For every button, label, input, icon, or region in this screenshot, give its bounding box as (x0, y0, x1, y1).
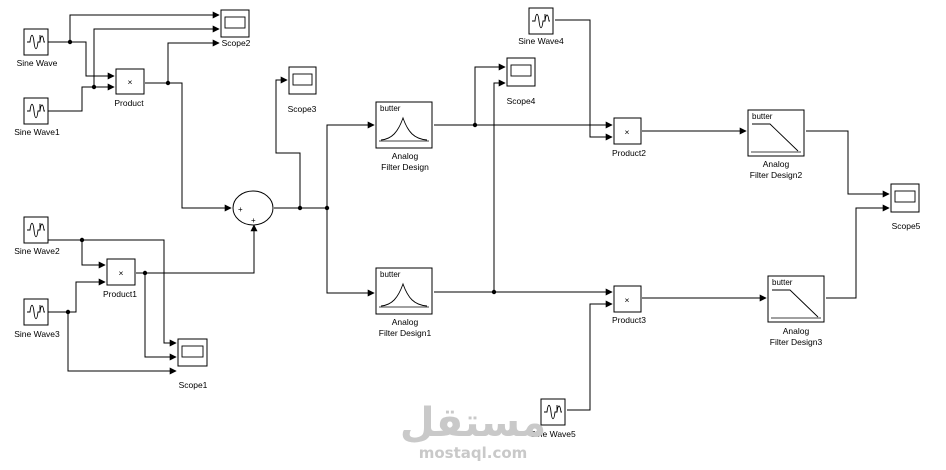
wire-sine2-to-scope1 (82, 239, 177, 347)
filter-label-line1: Analog (392, 151, 419, 161)
wire-product-out (145, 82, 232, 212)
scope-screen-icon (224, 16, 246, 29)
wire-sum-to-filter1 (326, 208, 375, 297)
sum-sign-bottom: + (251, 216, 256, 225)
product-label: Product (114, 98, 144, 108)
wire-sine-to-scope2 (48, 11, 220, 43)
sine-icon (27, 222, 45, 238)
scope3-block[interactable] (288, 66, 317, 95)
filter1-label-line1: Analog (392, 317, 419, 327)
product1-label: Product1 (103, 289, 137, 299)
scope3-label: Scope3 (288, 104, 317, 114)
watermark-latin: mostaql.com (419, 444, 528, 462)
wire-filter3-to-scope5 (826, 204, 890, 299)
lowpass-response-icon (752, 123, 799, 152)
wire-sine2-to-product1 (48, 239, 106, 269)
sine-icon (532, 13, 550, 29)
sine-wave2-block[interactable] (23, 216, 49, 244)
bandpass-response-icon (380, 282, 428, 307)
scope1-block[interactable] (177, 338, 208, 367)
analog-filter-design2-block[interactable]: butter (747, 109, 805, 157)
sine-wave4-label: Sine Wave4 (518, 36, 564, 46)
scope-screen-icon (510, 64, 532, 77)
wire-product1-to-sum (136, 224, 258, 274)
analog-filter-design1-block[interactable]: butter (375, 267, 433, 315)
branch-points (65, 39, 497, 315)
product2-label: Product2 (612, 148, 646, 158)
sine-wave1-label: Sine Wave1 (14, 127, 60, 137)
sine-wave1-block[interactable] (23, 97, 49, 125)
product2-block[interactable]: × (613, 117, 642, 145)
wire-sine-to-product (70, 41, 115, 80)
wire-sum-to-scope3 (275, 76, 301, 208)
product3-block[interactable]: × (613, 285, 642, 313)
scope2-label: Scope2 (222, 38, 251, 48)
wire-filter-to-scope4 (474, 63, 506, 125)
scope-screen-icon (181, 345, 204, 358)
sine-wave4-block[interactable] (528, 7, 554, 35)
sine-wave5-block[interactable] (540, 398, 566, 426)
analog-filter-design3-block[interactable]: butter (767, 275, 825, 323)
wire-product1-to-scope1 (144, 273, 177, 361)
sine-icon (544, 404, 562, 420)
scope4-block[interactable] (506, 57, 536, 87)
filter1-label-line2: Filter Design1 (379, 328, 432, 338)
bandpass-response-icon (380, 116, 428, 141)
scope5-block[interactable] (890, 183, 920, 213)
product3-label: Product3 (612, 315, 646, 325)
sine-icon (27, 304, 45, 320)
wire-sine3-to-scope1 (67, 312, 177, 375)
scope4-label: Scope4 (507, 96, 536, 106)
scope1-label: Scope1 (179, 380, 208, 390)
wire-filter2-to-scope5 (806, 130, 890, 198)
multiply-icon: × (128, 77, 133, 87)
multiply-icon: × (625, 295, 630, 305)
wire-sum-to-filter (326, 121, 375, 208)
sum-block[interactable]: + + (232, 190, 274, 226)
product1-block[interactable]: × (106, 258, 136, 286)
sine-icon (27, 34, 45, 50)
sine-wave3-label: Sine Wave3 (14, 329, 60, 339)
wire-sine4-to-product2 (555, 19, 613, 141)
filter-type: butter (380, 104, 401, 113)
wire-sine1-to-scope2 (93, 25, 220, 87)
filter2-label-line2: Filter Design2 (750, 170, 803, 180)
analog-filter-design-block[interactable]: butter (375, 101, 433, 149)
filter-label-line2: Filter Design (381, 162, 429, 172)
signal-wires (48, 11, 890, 411)
sine-wave5-label: Sine Wave5 (530, 429, 576, 439)
watermark-arabic: مستقل (400, 400, 546, 446)
lowpass-response-icon (772, 289, 819, 318)
filter-type: butter (772, 278, 793, 287)
wire-sine3-to-product1 (48, 278, 106, 313)
watermark: مستقل mostaql.com (400, 400, 546, 462)
filter3-label-line2: Filter Design3 (770, 337, 823, 347)
scope-screen-icon (894, 190, 916, 203)
multiply-icon: × (119, 268, 124, 278)
sine-icon (27, 103, 45, 119)
scope-screen-icon (292, 73, 313, 86)
sine-wave3-block[interactable] (23, 298, 49, 326)
scope5-label: Scope5 (892, 221, 921, 231)
filter-type: butter (380, 270, 401, 279)
sine-wave2-label: Sine Wave2 (14, 246, 60, 256)
sine-wave-label: Sine Wave (17, 58, 58, 68)
wire-sine1-to-product (48, 83, 115, 112)
scope2-block[interactable] (220, 9, 250, 38)
product-block[interactable]: × (115, 68, 145, 95)
filter-type: butter (752, 112, 773, 121)
filter3-label-line1: Analog (783, 326, 810, 336)
wire-product-to-scope2 (167, 39, 220, 83)
multiply-icon: × (625, 127, 630, 137)
wire-filter1-to-scope4 (493, 79, 506, 292)
sine-wave-block[interactable] (23, 28, 49, 56)
wire-sine5-to-product3 (567, 300, 613, 411)
filter2-label-line1: Analog (763, 159, 790, 169)
sum-sign-top: + (238, 205, 243, 214)
